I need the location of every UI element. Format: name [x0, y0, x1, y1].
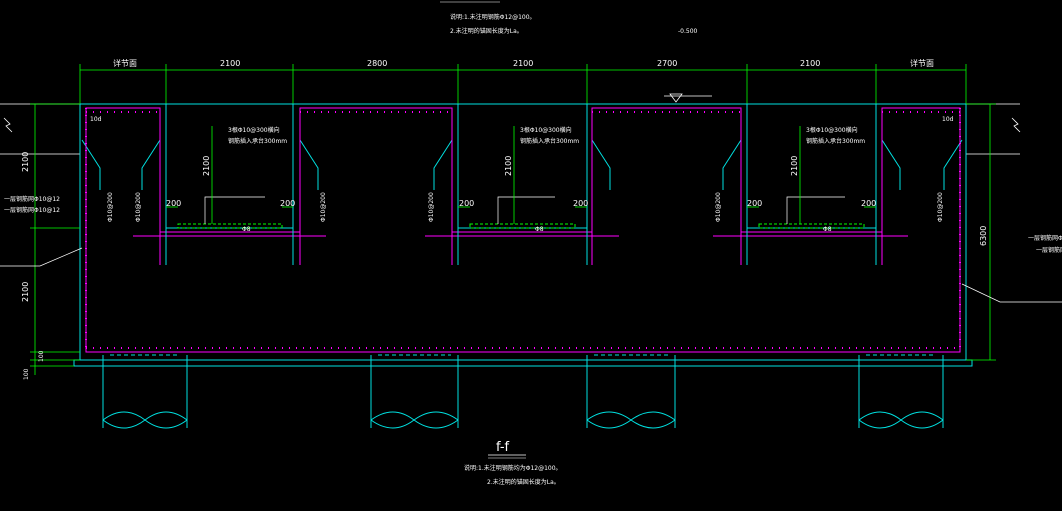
right-callout-line2: 一层钢筋网Φ10@12	[1036, 246, 1062, 254]
left-callout-line2: 一层钢筋网Φ10@12	[4, 206, 60, 214]
top-dim-label: 详节面	[113, 58, 137, 68]
top-dim-label: 2100	[513, 59, 533, 68]
haunch-1a	[141, 139, 161, 190]
pit-3-depth: 2100	[790, 156, 799, 176]
rebar-main-loop	[85, 107, 961, 353]
sump-pit-3-outline	[746, 104, 877, 229]
top-note-line2: 2.未注明的锚固长度为La。	[450, 27, 523, 35]
haunch-2a	[433, 139, 453, 190]
pit-1-note-line2: 钢筋插入承台300mm	[228, 137, 287, 145]
pit-width-label: 200	[747, 199, 762, 208]
haunch-3a	[722, 139, 742, 190]
left-dimension-chain	[30, 103, 80, 375]
haunch-3b	[881, 139, 901, 190]
pit-width-label: 200	[166, 199, 181, 208]
pit-bottom-label: Φ8	[242, 226, 251, 233]
pile-2	[370, 354, 459, 429]
left-callout: 一层钢筋网Φ10@12 一层钢筋网Φ10@12	[0, 195, 83, 267]
pit-2-note-line2: 钢筋插入承台300mm	[520, 137, 579, 145]
section-title: f-f	[496, 440, 510, 455]
pit-3-note-line2: 钢筋插入承台300mm	[806, 137, 865, 145]
wall-label: Φ10@200	[320, 192, 327, 222]
wall-label: Φ10@200	[107, 192, 114, 222]
cushion-layer	[73, 359, 973, 367]
left-dimension-labels: 2100 2100 100 100	[21, 152, 45, 380]
left-callout-line1: 一层钢筋网Φ10@12	[4, 195, 60, 203]
haunch-left-1	[81, 139, 101, 190]
corner-label-left: 10d	[90, 116, 102, 123]
concrete-outline	[73, 103, 973, 367]
left-dim-label: 100	[38, 350, 45, 362]
pit-1-depth: 2100	[202, 156, 211, 176]
wall-label: Φ10@200	[715, 192, 722, 222]
pit-annotations: 3根Φ10@300横向 钢筋插入承台300mm 3根Φ10@300横向 钢筋插入…	[166, 126, 876, 233]
right-callout: 一层钢筋网Φ10@12 一层钢筋网Φ10@12	[961, 234, 1062, 303]
top-dim-label: 2100	[800, 59, 820, 68]
pit-2-note-line1: 3根Φ10@300横向	[520, 126, 572, 134]
top-note-line1: 说明:1.未注明钢筋Φ12@100。	[450, 13, 536, 21]
left-dim-label: 2100	[21, 152, 30, 172]
pit-2-depth: 2100	[504, 156, 513, 176]
break-symbol-left	[3, 117, 13, 133]
water-level-symbol	[664, 93, 712, 103]
right-dimension	[966, 103, 996, 361]
sump-pit-1-outline	[165, 104, 294, 229]
top-dimension-labels: 详节面 2100 2800 2100 2700 2100 详节面	[113, 58, 934, 68]
top-dim-label: 详节面	[910, 58, 934, 68]
wall-label: Φ10@200	[428, 192, 435, 222]
top-notes: 说明:1.未注明钢筋Φ12@100。 2.未注明的锚固长度为La。 -0.500	[440, 1, 698, 35]
piles	[102, 354, 944, 429]
wall-labels: Φ10@200 Φ10@200 Φ10@200 Φ10@200 Φ10@200 …	[90, 116, 954, 222]
haunch-2b	[591, 139, 611, 190]
wall-label: Φ10@200	[135, 192, 142, 222]
pile-1	[102, 354, 188, 429]
top-dim-label: 2700	[657, 59, 677, 68]
break-symbol-right	[1011, 117, 1021, 133]
haunch-1b	[299, 139, 319, 190]
pit-bottom-label: Φ8	[535, 226, 544, 233]
pit-width-label: 200	[459, 199, 474, 208]
left-dim-label: 2100	[21, 282, 30, 302]
right-dim-label: 6300	[979, 226, 988, 246]
pit-1-note-line1: 3根Φ10@300横向	[228, 126, 280, 134]
rebar-cage	[85, 107, 961, 353]
top-dimension-chain	[79, 64, 967, 104]
pit-bottom-label: Φ8	[823, 226, 832, 233]
sump-pit-2-outline	[457, 104, 588, 229]
right-callout-line1: 一层钢筋网Φ10@12	[1028, 234, 1062, 242]
top-dim-label: 2100	[220, 59, 240, 68]
haunch-right-1	[943, 139, 963, 190]
left-dim-label: 100	[23, 368, 30, 380]
pit-3-note-line1: 3根Φ10@300横向	[806, 126, 858, 134]
corner-label-right: 10d	[942, 116, 954, 123]
pile-4	[858, 354, 944, 429]
elevation-label: -0.500	[678, 28, 698, 35]
pit-width-label: 200	[280, 199, 295, 208]
pit-detail-lines	[204, 196, 845, 224]
ground-line	[0, 103, 1021, 155]
wall-label: Φ10@200	[937, 192, 944, 222]
top-dim-label: 2800	[367, 59, 387, 68]
pit-bottom-green-bars	[177, 223, 865, 229]
bottom-note-line2: 2.未注明的锚固长度为La。	[487, 478, 560, 486]
pile-3	[586, 354, 676, 429]
section-title-block: f-f 说明:1.未注明钢筋均为Φ12@100。 2.未注明的锚固长度为La。	[464, 440, 562, 486]
bottom-note-line1: 说明:1.未注明钢筋均为Φ12@100。	[464, 464, 562, 472]
pit-width-label: 200	[573, 199, 588, 208]
pit-width-label: 200	[861, 199, 876, 208]
